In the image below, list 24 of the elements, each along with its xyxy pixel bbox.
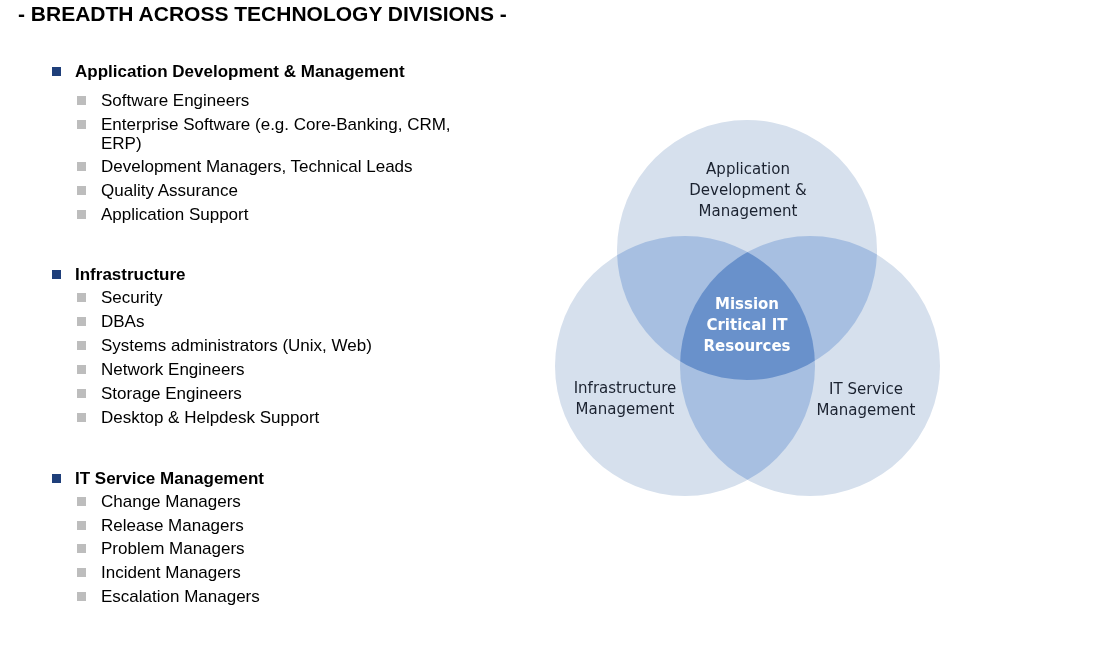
center-label: Mission Critical IT Resources [702,293,792,357]
section-heading: Infrastructure [75,265,187,284]
list-item: Software Engineers [101,91,251,110]
circle-label: Infrastructure Management [572,378,678,420]
list-item: Network Engineers [101,360,246,379]
list-item: Storage Engineers [101,384,243,403]
list-item: Escalation Managers [101,587,261,606]
section-heading: IT Service Management [75,469,265,488]
section-heading: Application Development & Management [75,62,406,81]
list-item: Incident Managers [101,563,242,582]
circle-label: Application Development & Management [688,158,808,222]
list-item: Problem Managers [101,539,246,558]
list-item: Change Managers [101,492,242,511]
list-item: Enterprise Software (e.g. Core-Banking, CRM, ERP) [101,115,452,153]
list-item: Desktop & Helpdesk Support [101,408,321,427]
list-item: Quality Assurance [101,181,239,200]
list-item: DBAs [101,312,146,331]
circle-label: IT Service Management [815,379,917,421]
list-item: Security [101,288,164,307]
list-item: Application Support [101,205,250,224]
list-item: Systems administrators (Unix, Web) [101,336,373,355]
list-item: Development Managers, Technical Leads [101,157,414,176]
list-item: Release Managers [101,516,245,535]
page-title: - BREADTH ACROSS TECHNOLOGY DIVISIONS - [18,2,507,26]
